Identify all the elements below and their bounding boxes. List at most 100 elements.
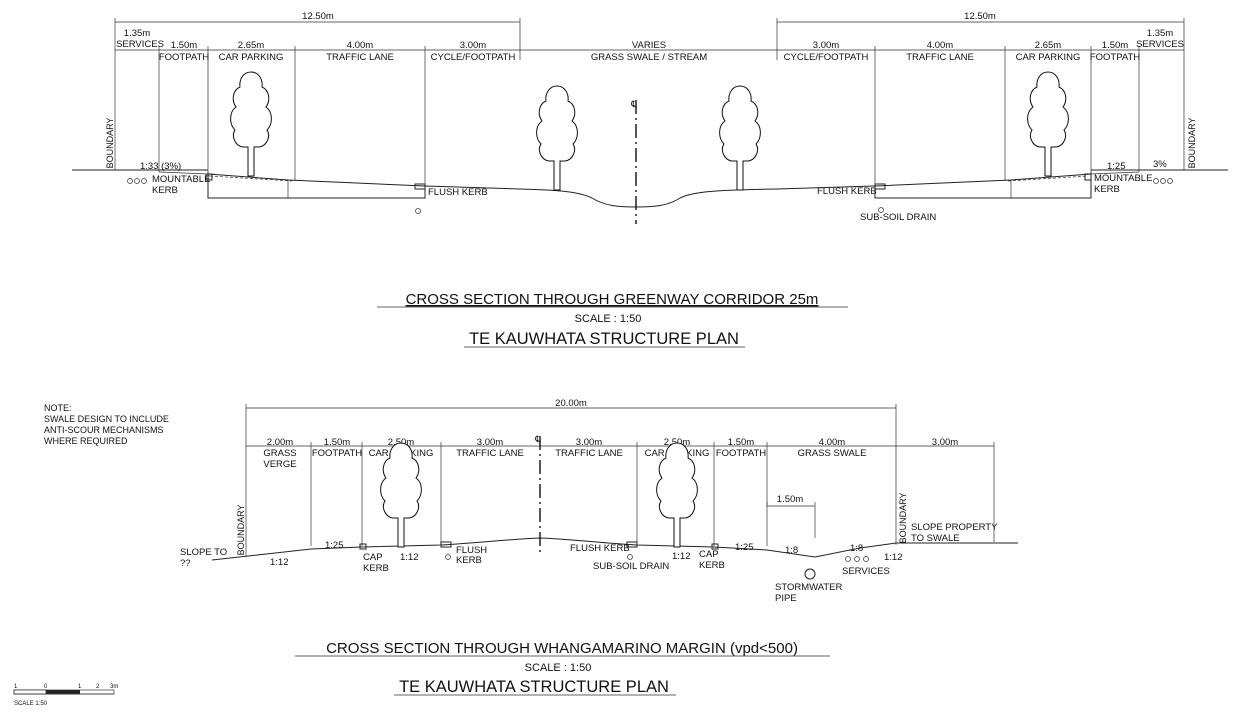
zone-r2-dim: 4.00m — [927, 40, 953, 51]
note-line-1: NOTE: — [44, 403, 72, 413]
tree-icon — [536, 85, 578, 191]
slope-125-right: 1:25 — [735, 542, 754, 553]
flush-kerb-2: KERB — [456, 555, 482, 566]
section1-plan: TE KAUWHATA STRUCTURE PLAN — [469, 330, 739, 348]
subsoil-drain-icon — [878, 207, 884, 213]
zone2-4-dim: 3.00m — [477, 437, 503, 448]
scale-tick-2: 0 — [44, 684, 48, 690]
cap-kerb-left-1: CAP — [363, 552, 383, 563]
zone2-7-dim: 1.50m — [728, 437, 754, 448]
zone2-1-dim: 2.00m — [267, 437, 293, 448]
subsoil-drain-label: SUB-SOIL DRAIN — [860, 212, 936, 223]
section1-scale: SCALE : 1:50 — [575, 313, 642, 325]
subsoil-drain-2-label: SUB-SOIL DRAIN — [593, 561, 669, 572]
slope-to-q-label: ?? — [180, 558, 191, 569]
zone-r1-name: CYCLE/FOOTPATH — [784, 52, 869, 63]
section-whangamarino-margin: NOTE: SWALE DESIGN TO INCLUDE ANTI-SCOUR… — [44, 398, 1018, 696]
services-icon — [127, 178, 1173, 184]
dimension-half-width-left: 12.50m — [114, 11, 521, 170]
total-width-label: 20.00m — [555, 398, 587, 409]
slope-112-right: 1:12 — [884, 552, 903, 563]
zone2-1-name2: VERGE — [263, 459, 296, 470]
slope-left-label: 1:33 (3%) — [140, 161, 181, 172]
zone2-3-dim: 2.50m — [388, 437, 414, 448]
zone-l1-dim: 1.35m — [124, 28, 150, 39]
tree-icon — [719, 85, 761, 191]
zone2-6-dim: 2.50m — [664, 437, 690, 448]
cap-kerb-right-2: KERB — [699, 560, 725, 571]
zone-l4-dim: 4.00m — [347, 40, 373, 51]
section2-scale: SCALE : 1:50 — [525, 662, 592, 674]
slope-right-label: 1:25 — [1107, 161, 1126, 172]
zone2-5-dim: 3.00m — [576, 437, 602, 448]
zone2-9-dim: 3.00m — [932, 437, 958, 448]
boundary-left-label: BOUNDARY — [105, 118, 115, 169]
services-icon — [845, 556, 869, 562]
scale-tick-5: 3m — [110, 684, 118, 690]
zone-r2-name: TRAFFIC LANE — [906, 52, 974, 63]
ground-profile — [72, 169, 1228, 208]
flush-kerb-right-label: FLUSH KERB — [570, 543, 630, 554]
zone2-1-name: GRASS — [263, 448, 296, 459]
zone-middle-name: GRASS SWALE / STREAM — [591, 52, 707, 63]
zone-l5-dim: 3.00m — [460, 40, 486, 51]
mountable-kerb-left-2: KERB — [152, 185, 178, 196]
scale-bar: 1 0 1 2 3m SCALE 1:50 — [13, 684, 118, 707]
boundary2-left-label: BOUNDARY — [236, 505, 246, 556]
stormwater-pipe-icon — [804, 568, 816, 580]
mountable-kerb-right-1: MOUNTABLE — [1094, 173, 1152, 184]
swale-sub-dim: 1.50m — [777, 494, 803, 505]
zone-r5-name: SERVICES — [1136, 39, 1184, 50]
tree-icon — [230, 71, 272, 177]
slope-to-label: SLOPE TO — [180, 547, 227, 558]
drain-icon — [627, 554, 633, 560]
note-line-4: WHERE REQUIRED — [44, 436, 128, 446]
slope-property-2: TO SWALE — [911, 533, 960, 544]
zone-l3-name: CAR PARKING — [219, 52, 284, 63]
zone-l3-dim: 2.65m — [238, 40, 264, 51]
zone-l2-dim: 1.50m — [171, 40, 197, 51]
zone-l5-name: CYCLE/FOOTPATH — [431, 52, 516, 63]
zone-r5-dim: 1.35m — [1147, 28, 1173, 39]
zone-r1-dim: 3.00m — [813, 40, 839, 51]
slope-112-left: 1:12 — [270, 557, 289, 568]
scale-bar-label: SCALE 1:50 — [14, 701, 48, 707]
section2-title: CROSS SECTION THROUGH WHANGAMARINO MARGI… — [326, 640, 798, 657]
zone-l1-name: SERVICES — [116, 39, 164, 50]
zone-l4-name: TRAFFIC LANE — [326, 52, 394, 63]
services-label: SERVICES — [842, 566, 890, 577]
slope-125-left: 1:25 — [325, 540, 344, 551]
centerline-symbol: ℄ — [630, 99, 637, 109]
section-greenway-corridor: 12.50m 12.50m 1.35m SERVICES 1.50m FOOTP… — [72, 11, 1228, 348]
half-width-right-label: 12.50m — [964, 11, 996, 22]
note-line-2: SWALE DESIGN TO INCLUDE — [44, 414, 169, 424]
swale-note: NOTE: SWALE DESIGN TO INCLUDE ANTI-SCOUR… — [44, 403, 169, 446]
stormwater-label-1: STORMWATER — [775, 582, 843, 593]
zone-middle-dim: VARIES — [632, 40, 666, 51]
centerline2-symbol: ℄ — [534, 434, 541, 444]
mountable-kerb-left-1: MOUNTABLE — [152, 174, 210, 185]
zone2-7-name: FOOTPATH — [716, 448, 766, 459]
slope-property-1: SLOPE PROPERTY — [911, 522, 998, 533]
boundary-right-label: BOUNDARY — [1187, 118, 1197, 169]
subsoil-drain-icon — [415, 208, 421, 214]
drain-icon — [445, 554, 451, 560]
stormwater-label-2: PIPE — [775, 593, 797, 604]
section1-title: CROSS SECTION THROUGH GREENWAY CORRIDOR … — [406, 291, 819, 308]
cap-kerb-left-2: KERB — [363, 563, 389, 574]
zone2-4-name: TRAFFIC LANE — [456, 448, 524, 459]
flush-kerb-left: FLUSH KERB — [428, 187, 488, 198]
scale-tick-1: 1 — [14, 684, 18, 690]
flush-kerb-1: FLUSH — [456, 545, 487, 556]
tree-icon — [1027, 71, 1069, 177]
zone-r3-name: CAR PARKING — [1016, 52, 1081, 63]
zone2-2-name: FOOTPATH — [312, 448, 362, 459]
zone2-8-name: GRASS SWALE — [798, 448, 867, 459]
slope-112-mid-right: 1:12 — [672, 551, 691, 562]
zone-r4-name: FOOTPATH — [1090, 52, 1140, 63]
note-line-3: ANTI-SCOUR MECHANISMS — [44, 425, 164, 435]
dimension-half-width-right: 12.50m — [776, 11, 1185, 170]
boundary2-right-label: BOUNDARY — [898, 493, 908, 544]
zone-r3-dim: 2.65m — [1035, 40, 1061, 51]
zone-r4-dim: 1.50m — [1102, 40, 1128, 51]
